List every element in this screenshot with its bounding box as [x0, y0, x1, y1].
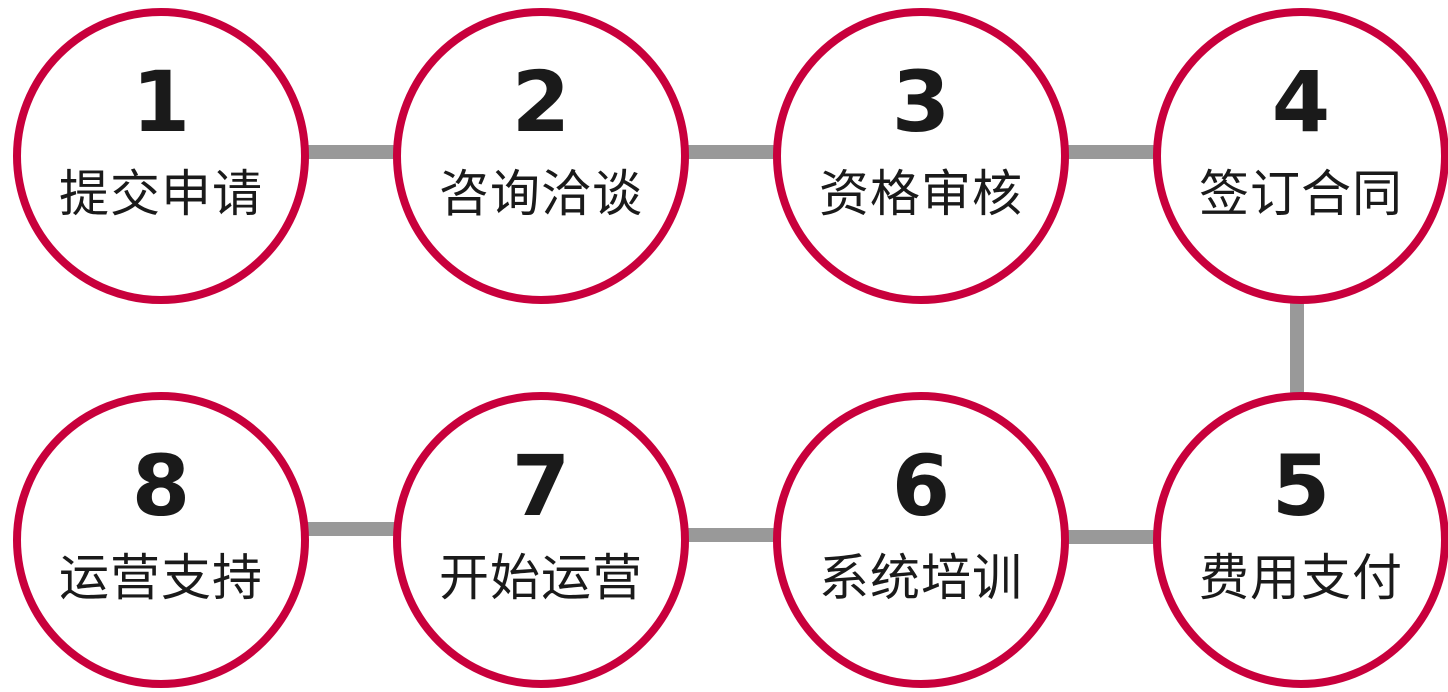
- step-label: 咨询洽谈: [439, 165, 643, 223]
- connector-5-6: [1060, 530, 1160, 544]
- step-number: 2: [511, 53, 571, 151]
- step-number: 3: [891, 53, 951, 151]
- step-number: 4: [1271, 53, 1331, 151]
- connector-2-3: [680, 145, 780, 159]
- connector-6-7: [680, 528, 780, 542]
- connector-1-2: [300, 145, 400, 159]
- step-2: 2 咨询洽谈: [393, 8, 689, 304]
- step-label: 系统培训: [819, 549, 1023, 607]
- connector-7-8: [300, 522, 400, 536]
- step-1: 1 提交申请: [13, 8, 309, 304]
- step-6: 6 系统培训: [773, 392, 1069, 688]
- step-label: 开始运营: [439, 549, 643, 607]
- step-label: 提交申请: [59, 165, 263, 223]
- step-5: 5 费用支付: [1153, 392, 1448, 688]
- step-4: 4 签订合同: [1153, 8, 1448, 304]
- step-label: 费用支付: [1199, 549, 1403, 607]
- connector-4-5: [1290, 295, 1304, 395]
- step-8: 8 运营支持: [13, 392, 309, 688]
- step-label: 资格审核: [819, 165, 1023, 223]
- step-3: 3 资格审核: [773, 8, 1069, 304]
- step-label: 签订合同: [1199, 165, 1403, 223]
- step-number: 7: [511, 437, 571, 535]
- step-number: 5: [1271, 437, 1331, 535]
- connector-3-4: [1060, 145, 1160, 159]
- step-7: 7 开始运营: [393, 392, 689, 688]
- step-number: 1: [131, 53, 191, 151]
- step-number: 6: [891, 437, 951, 535]
- step-label: 运营支持: [59, 549, 263, 607]
- step-number: 8: [131, 437, 191, 535]
